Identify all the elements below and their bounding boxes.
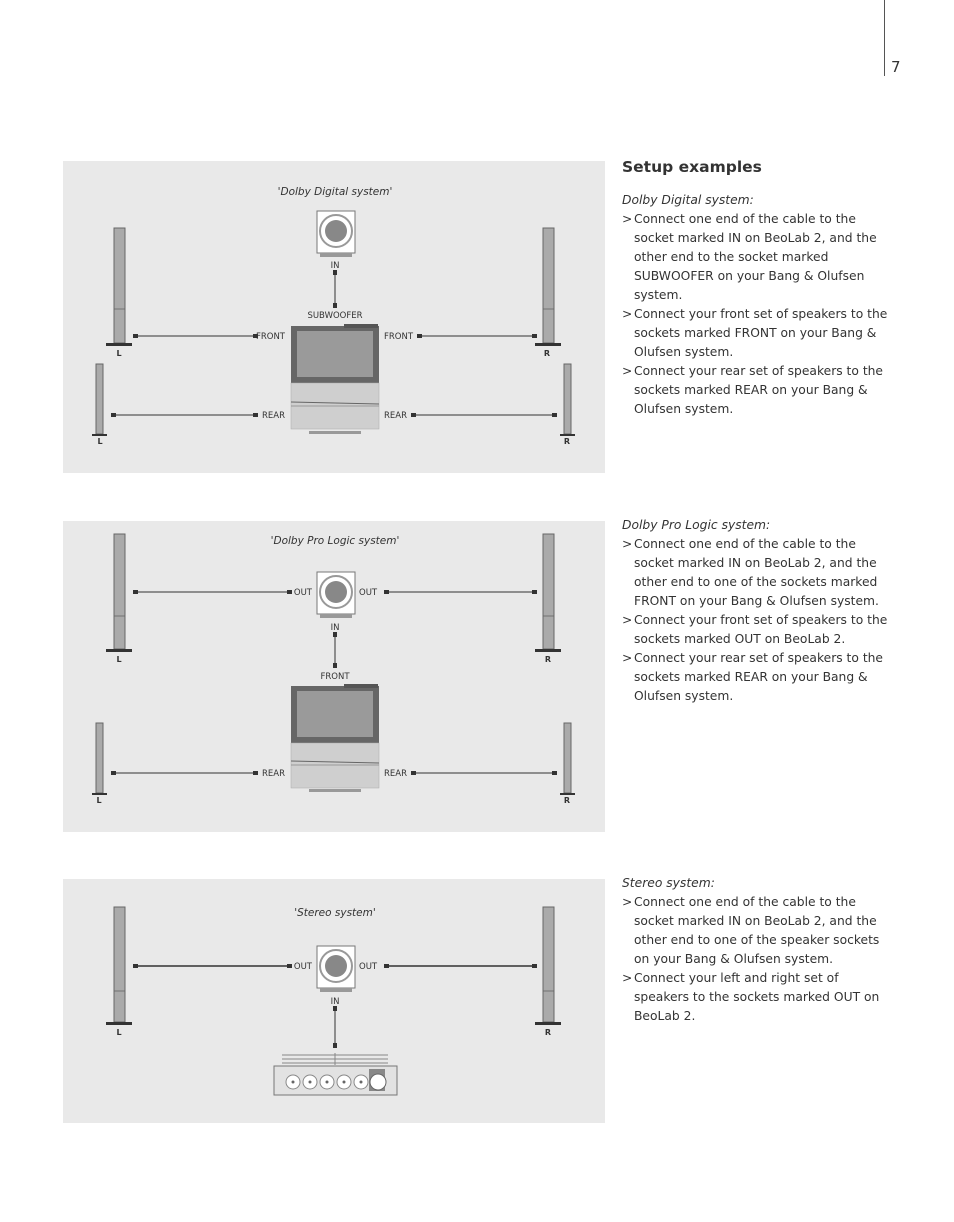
instruction-step: Connect your rear set of speakers to the… [622,649,892,706]
front-left-letter: L [116,655,121,664]
rear-right-speaker-icon [560,722,575,795]
front-right-speaker-icon [535,533,561,652]
instruction-step: Connect your front set of speakers to th… [622,305,892,362]
rear-left-label: REAR [262,411,285,421]
audio-system-icon [273,1053,398,1096]
setup-stereo-text: Stereo system: Connect one end of the ca… [622,874,892,1026]
rear-right-speaker-icon [560,363,575,436]
front-left-label: FRONT [256,332,286,342]
out-right-cable [384,590,537,594]
front-right-speaker-icon [535,906,561,1025]
right-letter: R [545,1028,551,1037]
section-title: Setup examples [622,158,762,176]
rear-right-cable [411,413,557,417]
rear-right-letter: R [564,437,570,446]
front-left-speaker-icon [106,906,132,1025]
subwoofer-label: SUBWOOFER [307,311,362,321]
rear-left-letter: L [97,437,102,446]
instruction-step: Connect your rear set of speakers to the… [622,362,892,419]
page-rule [884,0,885,76]
television-icon [290,684,380,792]
instruction-step: Connect one end of the cable to the sock… [622,210,892,305]
diagram-caption: 'Dolby Pro Logic system' [271,535,400,547]
setup-dolby-pro-logic-text: Dolby Pro Logic system: Connect one end … [622,516,892,706]
front-right-letter: R [545,655,551,664]
diagram-caption: 'Stereo system' [294,907,376,919]
rear-right-letter: R [564,796,570,805]
out-right-label: OUT [359,962,378,972]
instruction-list: Connect one end of the cable to the sock… [622,210,892,419]
front-right-cable [417,334,537,338]
front-left-cable [133,334,258,338]
instruction-step: Connect one end of the cable to the sock… [622,893,892,969]
instruction-step: Connect your left and right set of speak… [622,969,892,1026]
stereo-diagram: 'Stereo system' L R OUT OUT I [63,879,605,1123]
front-label: FRONT [320,672,350,682]
rear-left-label: REAR [262,769,285,779]
front-right-letter: R [544,349,550,358]
in-label: IN [331,623,340,633]
in-label: IN [331,997,340,1007]
out-left-cable [133,590,292,594]
instruction-list: Connect one end of the cable to the sock… [622,893,892,1026]
dolby-pro-logic-diagram: 'Dolby Pro Logic system' L R OUT OUT [63,521,605,832]
subwoofer-icon [316,945,356,992]
television-icon [290,324,380,434]
rear-right-label: REAR [384,411,407,421]
rear-left-letter: L [96,796,101,805]
front-left-speaker-icon [106,227,132,346]
out-left-cable [133,964,292,968]
out-right-label: OUT [359,588,378,598]
subheading: Dolby Pro Logic system: [622,518,771,532]
setup-dolby-digital-text: Setup examples Dolby Digital system: Con… [622,158,892,419]
out-right-cable [384,964,537,968]
diagram-caption: 'Dolby Digital system' [278,186,393,198]
subheading: Dolby Digital system: [622,193,754,207]
rear-left-cable [111,413,258,417]
front-right-label: FRONT [384,332,414,342]
rear-left-speaker-icon [92,363,107,436]
rear-right-cable [411,771,557,775]
subwoofer-icon [316,571,356,618]
subwoofer-cable [333,632,337,668]
in-label: IN [331,261,340,271]
input-cable [333,1006,337,1048]
subwoofer-cable [333,270,337,308]
out-left-label: OUT [294,588,313,598]
front-left-letter: L [116,349,121,358]
rear-left-speaker-icon [92,722,107,795]
subwoofer-icon [316,210,356,257]
out-left-label: OUT [294,962,313,972]
left-letter: L [116,1028,121,1037]
front-left-speaker-icon [106,533,132,652]
instruction-step: Connect your front set of speakers to th… [622,611,892,649]
dolby-digital-diagram: 'Dolby Digital system' IN SUBWOOFER [63,161,605,473]
rear-right-label: REAR [384,769,407,779]
instruction-list: Connect one end of the cable to the sock… [622,535,892,706]
front-right-speaker-icon [535,227,561,346]
instruction-step: Connect one end of the cable to the sock… [622,535,892,611]
rear-left-cable [111,771,258,775]
subheading: Stereo system: [622,876,715,890]
page-number: 7 [891,58,901,76]
